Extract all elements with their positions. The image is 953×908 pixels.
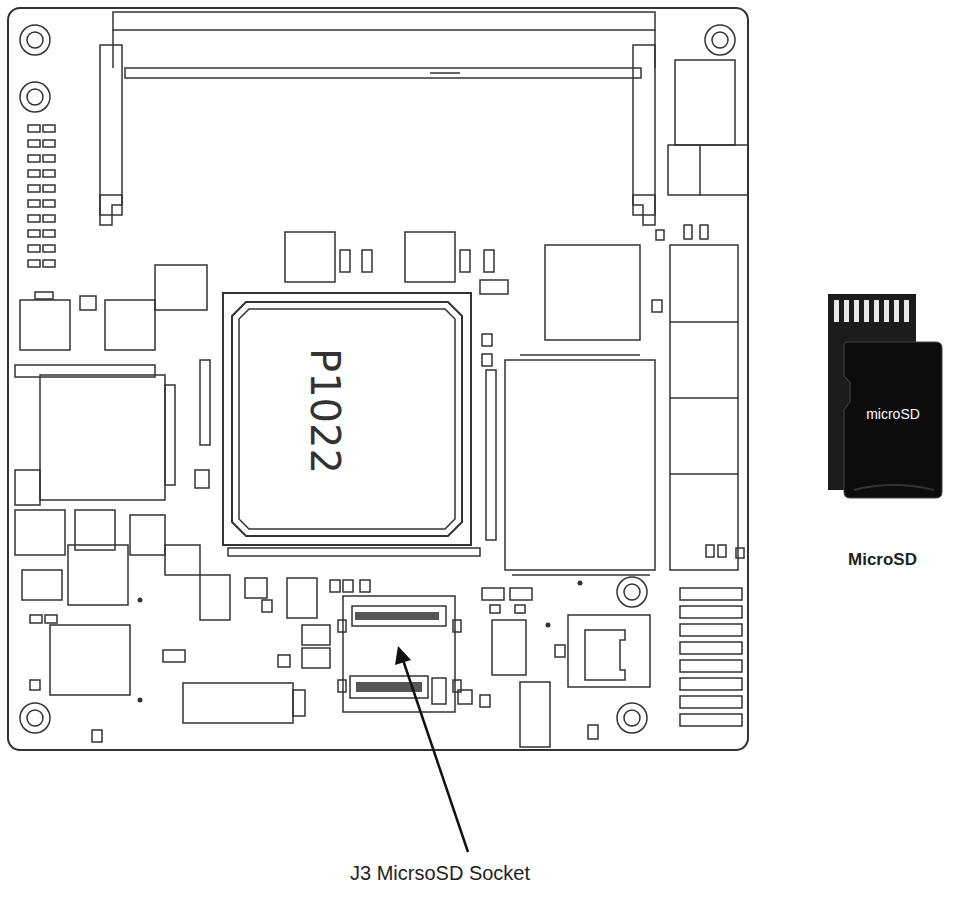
chip-marking: P1022 <box>302 348 348 474</box>
card-caption: MicroSD <box>815 550 950 570</box>
leader-line <box>395 646 468 852</box>
part-label: J3 MicrsoSD Socket <box>300 862 580 885</box>
microsd-card: microSD <box>820 290 945 502</box>
card-text: microSD <box>844 406 942 422</box>
cpu-chip: P1022 <box>222 292 472 546</box>
microsd-card-picture <box>820 290 945 502</box>
